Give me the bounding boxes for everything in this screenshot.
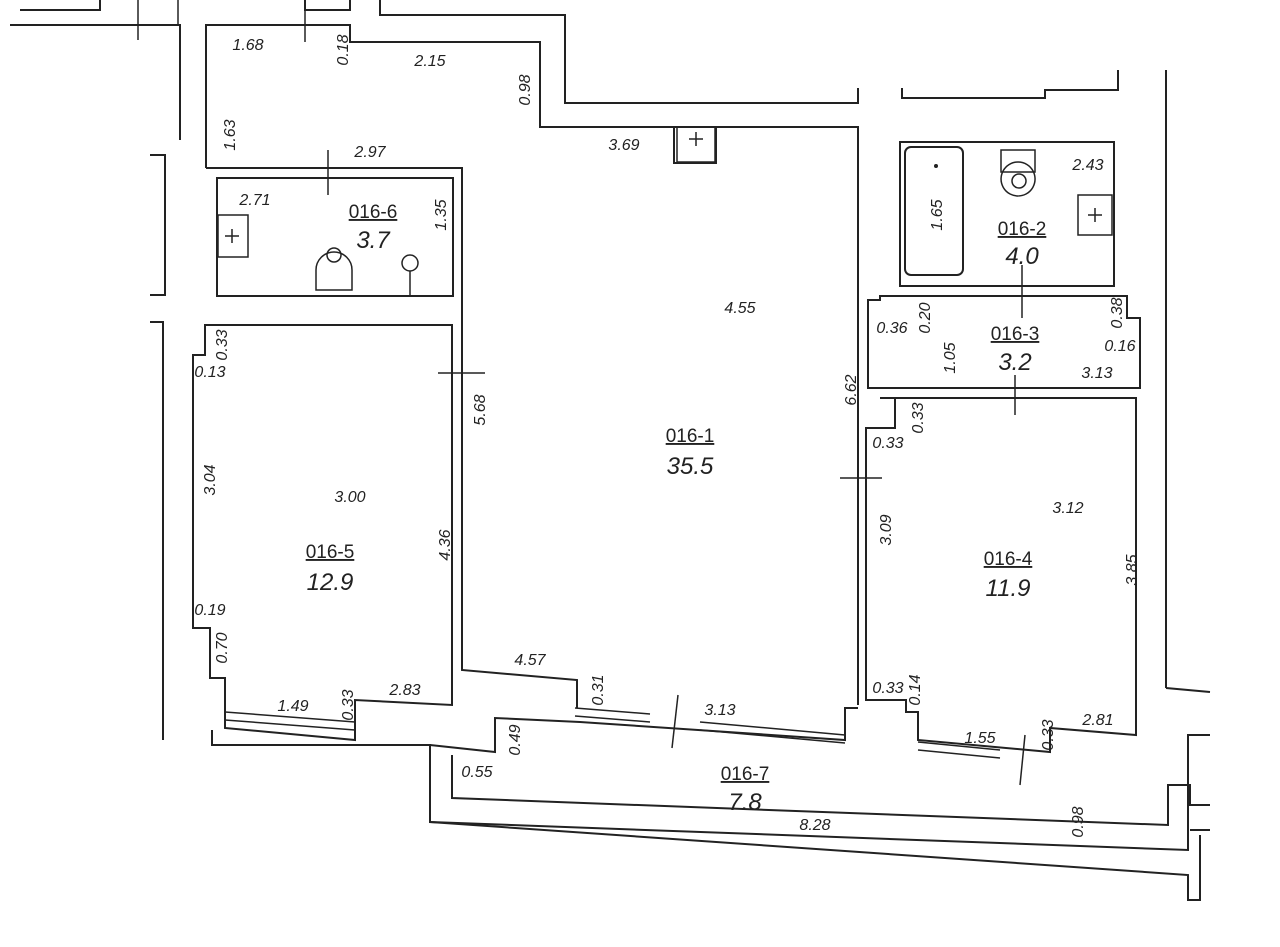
dimension-label: 1.55 — [964, 730, 995, 747]
room-016-2: 016-2 4.0 — [998, 219, 1047, 270]
dimension-label: 2.81 — [1081, 712, 1113, 729]
dimension-label: 3.13 — [1081, 365, 1112, 382]
sink-icon — [676, 126, 716, 163]
dimension-label: 3.09 — [878, 514, 895, 545]
svg-text:016-6: 016-6 — [349, 202, 398, 223]
dimension-label: 0.16 — [1104, 338, 1135, 355]
drain-icon — [401, 254, 419, 272]
svg-text:016-1: 016-1 — [666, 426, 715, 447]
dimension-label: 2.15 — [413, 53, 445, 70]
svg-text:3.7: 3.7 — [356, 227, 391, 254]
dimension-label: 1.68 — [232, 37, 263, 54]
room-016-6: 016-6 3.7 — [349, 202, 398, 254]
svg-text:12.9: 12.9 — [307, 569, 354, 596]
dimension-label: 1.35 — [433, 199, 450, 230]
dimension-label: 0.33 — [910, 402, 927, 433]
dimension-label: 2.43 — [1071, 157, 1103, 174]
dimension-label: 0.33 — [872, 435, 903, 452]
dimension-label: 0.19 — [194, 602, 225, 619]
door-marks — [304, 0, 1026, 786]
dimension-label: 0.55 — [461, 764, 492, 781]
dimension-label: 3.12 — [1052, 500, 1083, 517]
dimension-label: 0.98 — [1070, 806, 1087, 837]
dimension-label: 1.49 — [277, 698, 308, 715]
dimension-label: 0.18 — [335, 34, 352, 65]
svg-text:7.8: 7.8 — [728, 789, 762, 816]
room-016-7: 016-7 7.8 — [721, 764, 770, 816]
dimension-label: 0.98 — [517, 74, 534, 105]
svg-text:016-5: 016-5 — [306, 542, 355, 563]
room-016-4: 016-4 11.9 — [984, 549, 1033, 602]
dimension-label: 3.13 — [704, 702, 735, 719]
dimension-label: 0.38 — [1109, 297, 1126, 328]
dimension-label: 0.33 — [1040, 719, 1057, 750]
dimension-label: 0.14 — [907, 674, 924, 705]
dimension-label: 4.57 — [514, 652, 546, 669]
svg-text:016-2: 016-2 — [998, 219, 1047, 240]
windows — [224, 707, 1001, 759]
dimension-label: 3.69 — [608, 137, 639, 154]
svg-text:016-4: 016-4 — [984, 549, 1033, 570]
toilet-icon — [1000, 149, 1036, 197]
dimension-label: 1.05 — [942, 342, 959, 373]
room-016-3: 016-3 3.2 — [991, 324, 1040, 376]
walls — [10, 0, 1211, 901]
fixtures — [217, 126, 1113, 296]
dimension-label: 0.33 — [214, 329, 231, 360]
dimension-label: 2.83 — [388, 682, 420, 699]
dimension-label: 0.31 — [590, 674, 607, 705]
dimension-label: 5.68 — [472, 394, 489, 425]
dimension-label: 3.00 — [334, 489, 365, 506]
dimension-label: 0.33 — [340, 689, 357, 720]
toilet-icon — [315, 251, 353, 291]
svg-text:4.0: 4.0 — [1005, 243, 1039, 270]
sink-icon — [1077, 194, 1113, 236]
dimension-label: 3.04 — [202, 464, 219, 495]
dimension-label: 4.36 — [437, 529, 454, 560]
dimension-labels: 1.68 0.18 2.15 0.98 1.63 2.97 3.69 2.71 1.35 4.55… — [194, 34, 1141, 837]
dimension-label: 2.71 — [238, 192, 270, 209]
svg-text:016-7: 016-7 — [721, 764, 770, 785]
sink-icon — [217, 214, 249, 258]
dimension-label: 0.70 — [214, 632, 231, 663]
svg-text:35.5: 35.5 — [667, 453, 714, 480]
dimension-label: 0.36 — [876, 320, 907, 337]
dimension-label: 6.62 — [843, 374, 860, 405]
dimension-label: 1.65 — [929, 199, 946, 230]
room-labels: 016-6 3.7 016-2 4.0 016-3 3.2 016-1 35.5 016… — [306, 202, 1047, 816]
dimension-label: 2.97 — [353, 144, 386, 161]
svg-text:3.2: 3.2 — [998, 349, 1031, 376]
room-016-1: 016-1 35.5 — [666, 426, 715, 480]
svg-text:016-3: 016-3 — [991, 324, 1040, 345]
dimension-label: 1.63 — [222, 119, 239, 150]
dimension-label: 4.55 — [724, 300, 755, 317]
dimension-label: 0.33 — [872, 680, 903, 697]
dimension-label: 3.85 — [1124, 554, 1141, 585]
dimension-label: 0.20 — [917, 302, 934, 333]
dimension-label: 0.13 — [194, 364, 225, 381]
svg-text:11.9: 11.9 — [986, 575, 1031, 602]
room-016-5: 016-5 12.9 — [306, 542, 355, 596]
dimension-label: 0.49 — [507, 724, 524, 755]
dimension-label: 8.28 — [799, 817, 830, 834]
